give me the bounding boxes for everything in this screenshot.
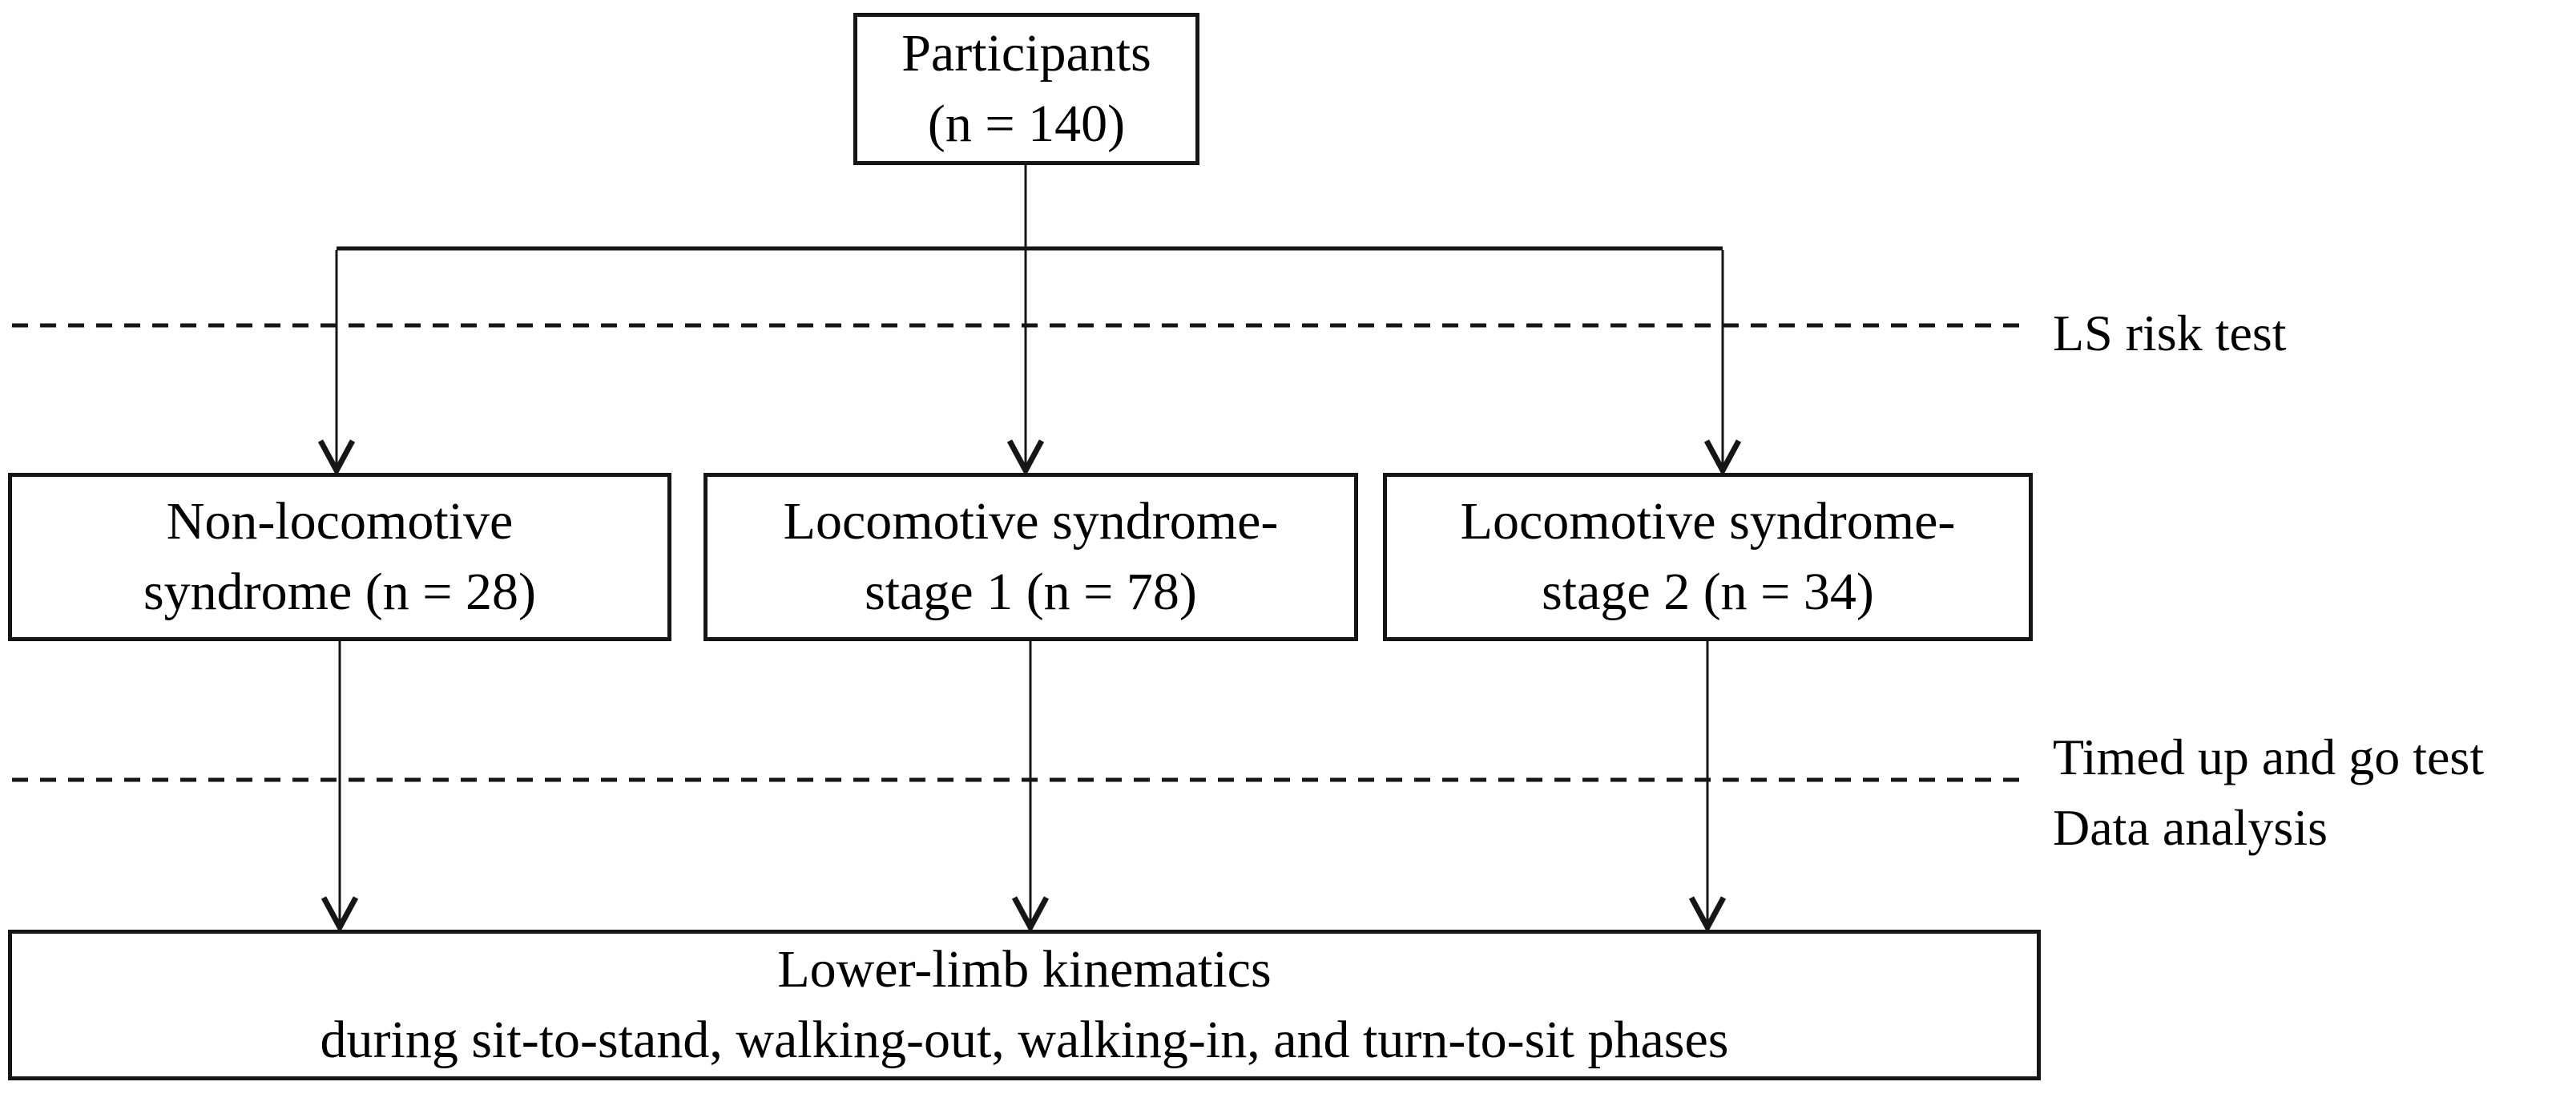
- non-locomotive-syndrome-box-line1: Non-locomotive: [166, 492, 514, 551]
- locomotive-syndrome-stage1-box-line1: Locomotive syndrome-: [783, 492, 1279, 551]
- participants-box: Participants (n = 140): [853, 13, 1199, 165]
- participants-box-line2: (n = 140): [927, 95, 1126, 153]
- participants-box-line1: Participants: [901, 24, 1151, 83]
- locomotive-syndrome-stage2-box: Locomotive syndrome- stage 2 (n = 34): [1383, 473, 2033, 641]
- phase-label-tug-data-analysis: Timed up and go test Data analysis: [2053, 722, 2484, 863]
- non-locomotive-syndrome-box-line2: syndrome (n = 28): [143, 563, 536, 621]
- non-locomotive-syndrome-box: Non-locomotive syndrome (n = 28): [8, 473, 671, 641]
- locomotive-syndrome-stage1-box: Locomotive syndrome- stage 1 (n = 78): [703, 473, 1358, 641]
- lower-limb-kinematics-box: Lower-limb kinematics during sit-to-stan…: [8, 930, 2041, 1080]
- branch-middle-arrowhead-icon: [1006, 439, 1045, 477]
- branch-right-arrowhead-icon: [1703, 439, 1742, 477]
- locomotive-syndrome-stage2-box-line2: stage 2 (n = 34): [1542, 563, 1874, 621]
- locomotive-syndrome-stage1-box-line2: stage 1 (n = 78): [865, 563, 1197, 621]
- branch-left-arrowhead-icon: [317, 439, 356, 477]
- phase-label-ls-risk-test: LS risk test: [2053, 305, 2287, 361]
- arrow-group1-arrowhead-icon: [320, 896, 359, 934]
- phase-label-data-analysis: Data analysis: [2053, 799, 2328, 856]
- arrow-group2-arrowhead-icon: [1011, 896, 1050, 934]
- lower-limb-kinematics-box-line2: during sit-to-stand, walking-out, walkin…: [320, 1011, 1729, 1069]
- phase-label-timed-up-and-go: Timed up and go test: [2053, 729, 2485, 785]
- arrow-group3-arrowhead-icon: [1688, 896, 1727, 934]
- lower-limb-kinematics-box-line1: Lower-limb kinematics: [777, 940, 1272, 999]
- locomotive-syndrome-stage2-box-line1: Locomotive syndrome-: [1460, 492, 1956, 551]
